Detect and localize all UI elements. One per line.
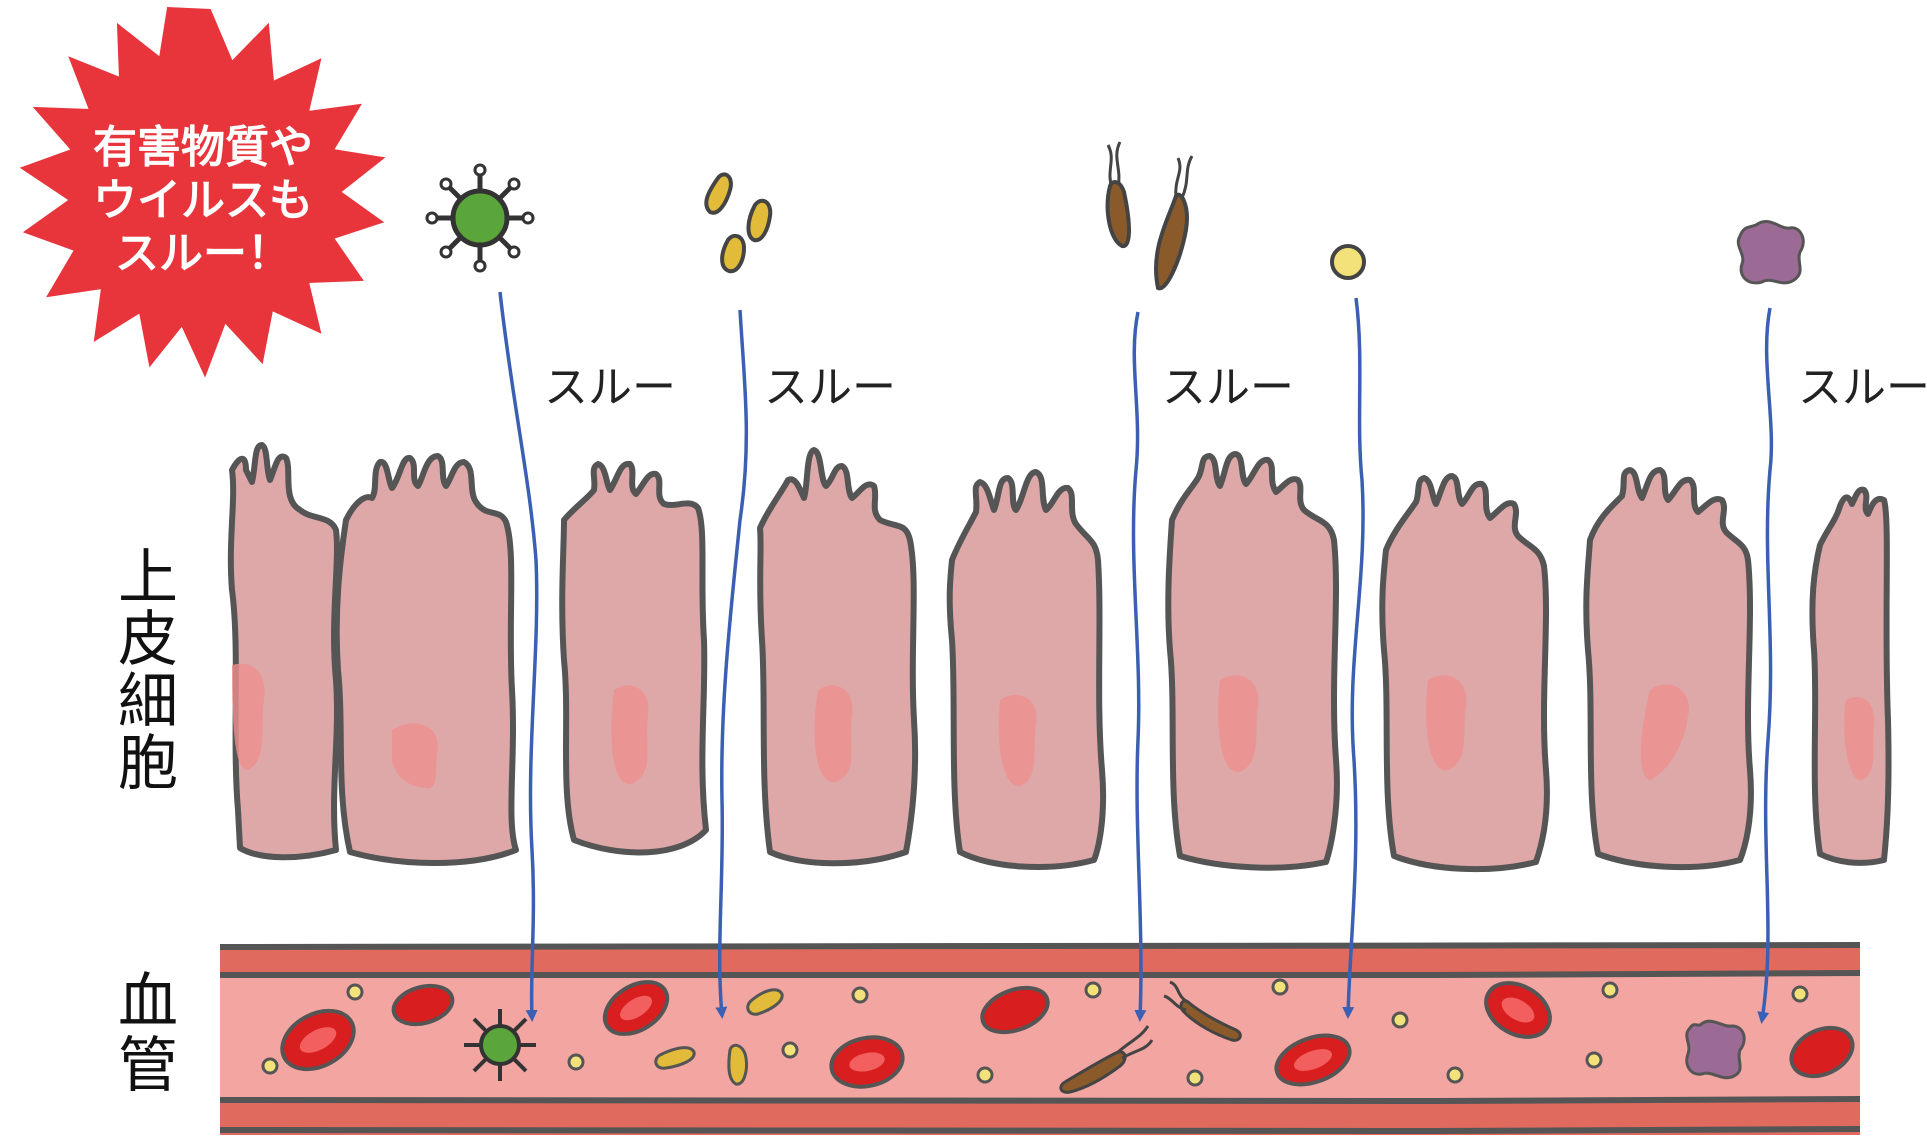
burst-line-1: 有害物質や xyxy=(93,122,313,173)
epithelial-cell xyxy=(337,456,516,863)
yellow-particle-icon xyxy=(1332,246,1364,278)
epithelial-cell xyxy=(562,464,706,853)
epithelium-char-1: 上 xyxy=(118,543,178,613)
epithelial-cell xyxy=(950,472,1103,867)
epithelial-cell xyxy=(231,445,337,857)
epithelial-cell xyxy=(1586,470,1751,867)
epithelium-char-4: 胞 xyxy=(118,729,178,799)
epithelium-char-3: 細 xyxy=(118,667,178,737)
epithelium-label: 上 皮 細 胞 xyxy=(118,543,178,799)
purple-particle-icon xyxy=(1738,222,1803,283)
brown-bacteria-icon xyxy=(1108,142,1192,288)
through-label-purple-particle: スルー xyxy=(1798,362,1927,413)
blood-vessel-label: 血 管 xyxy=(118,967,178,1101)
through-labels: スルー スルー スルー スルー xyxy=(544,362,1927,413)
epithelial-cell xyxy=(1168,454,1337,868)
warning-burst: 有害物質や ウイルスも スルー！ xyxy=(22,8,383,375)
yellow-bacteria-icon xyxy=(706,174,770,271)
blood-vessel-char-1: 血 xyxy=(118,967,178,1037)
through-label-brown-bacteria: スルー xyxy=(1162,362,1294,413)
burst-line-2: ウイルスも xyxy=(93,175,313,226)
epithelial-cells xyxy=(231,445,1889,869)
epithelium-char-2: 皮 xyxy=(118,605,178,675)
purple-particle-in-blood xyxy=(1687,1021,1744,1078)
through-label-yellow-bacteria: スルー xyxy=(764,362,896,413)
epithelial-cell xyxy=(760,450,915,863)
epithelial-cell xyxy=(1382,476,1547,869)
blood-vessel-char-2: 管 xyxy=(118,1031,178,1101)
virus-in-blood-icon xyxy=(464,1009,536,1081)
virus-icon xyxy=(427,165,533,271)
blood-vessel xyxy=(220,945,1860,1135)
epithelial-cell xyxy=(1812,490,1888,863)
burst-line-3: スルー！ xyxy=(115,228,291,279)
through-label-virus: スルー xyxy=(544,362,676,413)
